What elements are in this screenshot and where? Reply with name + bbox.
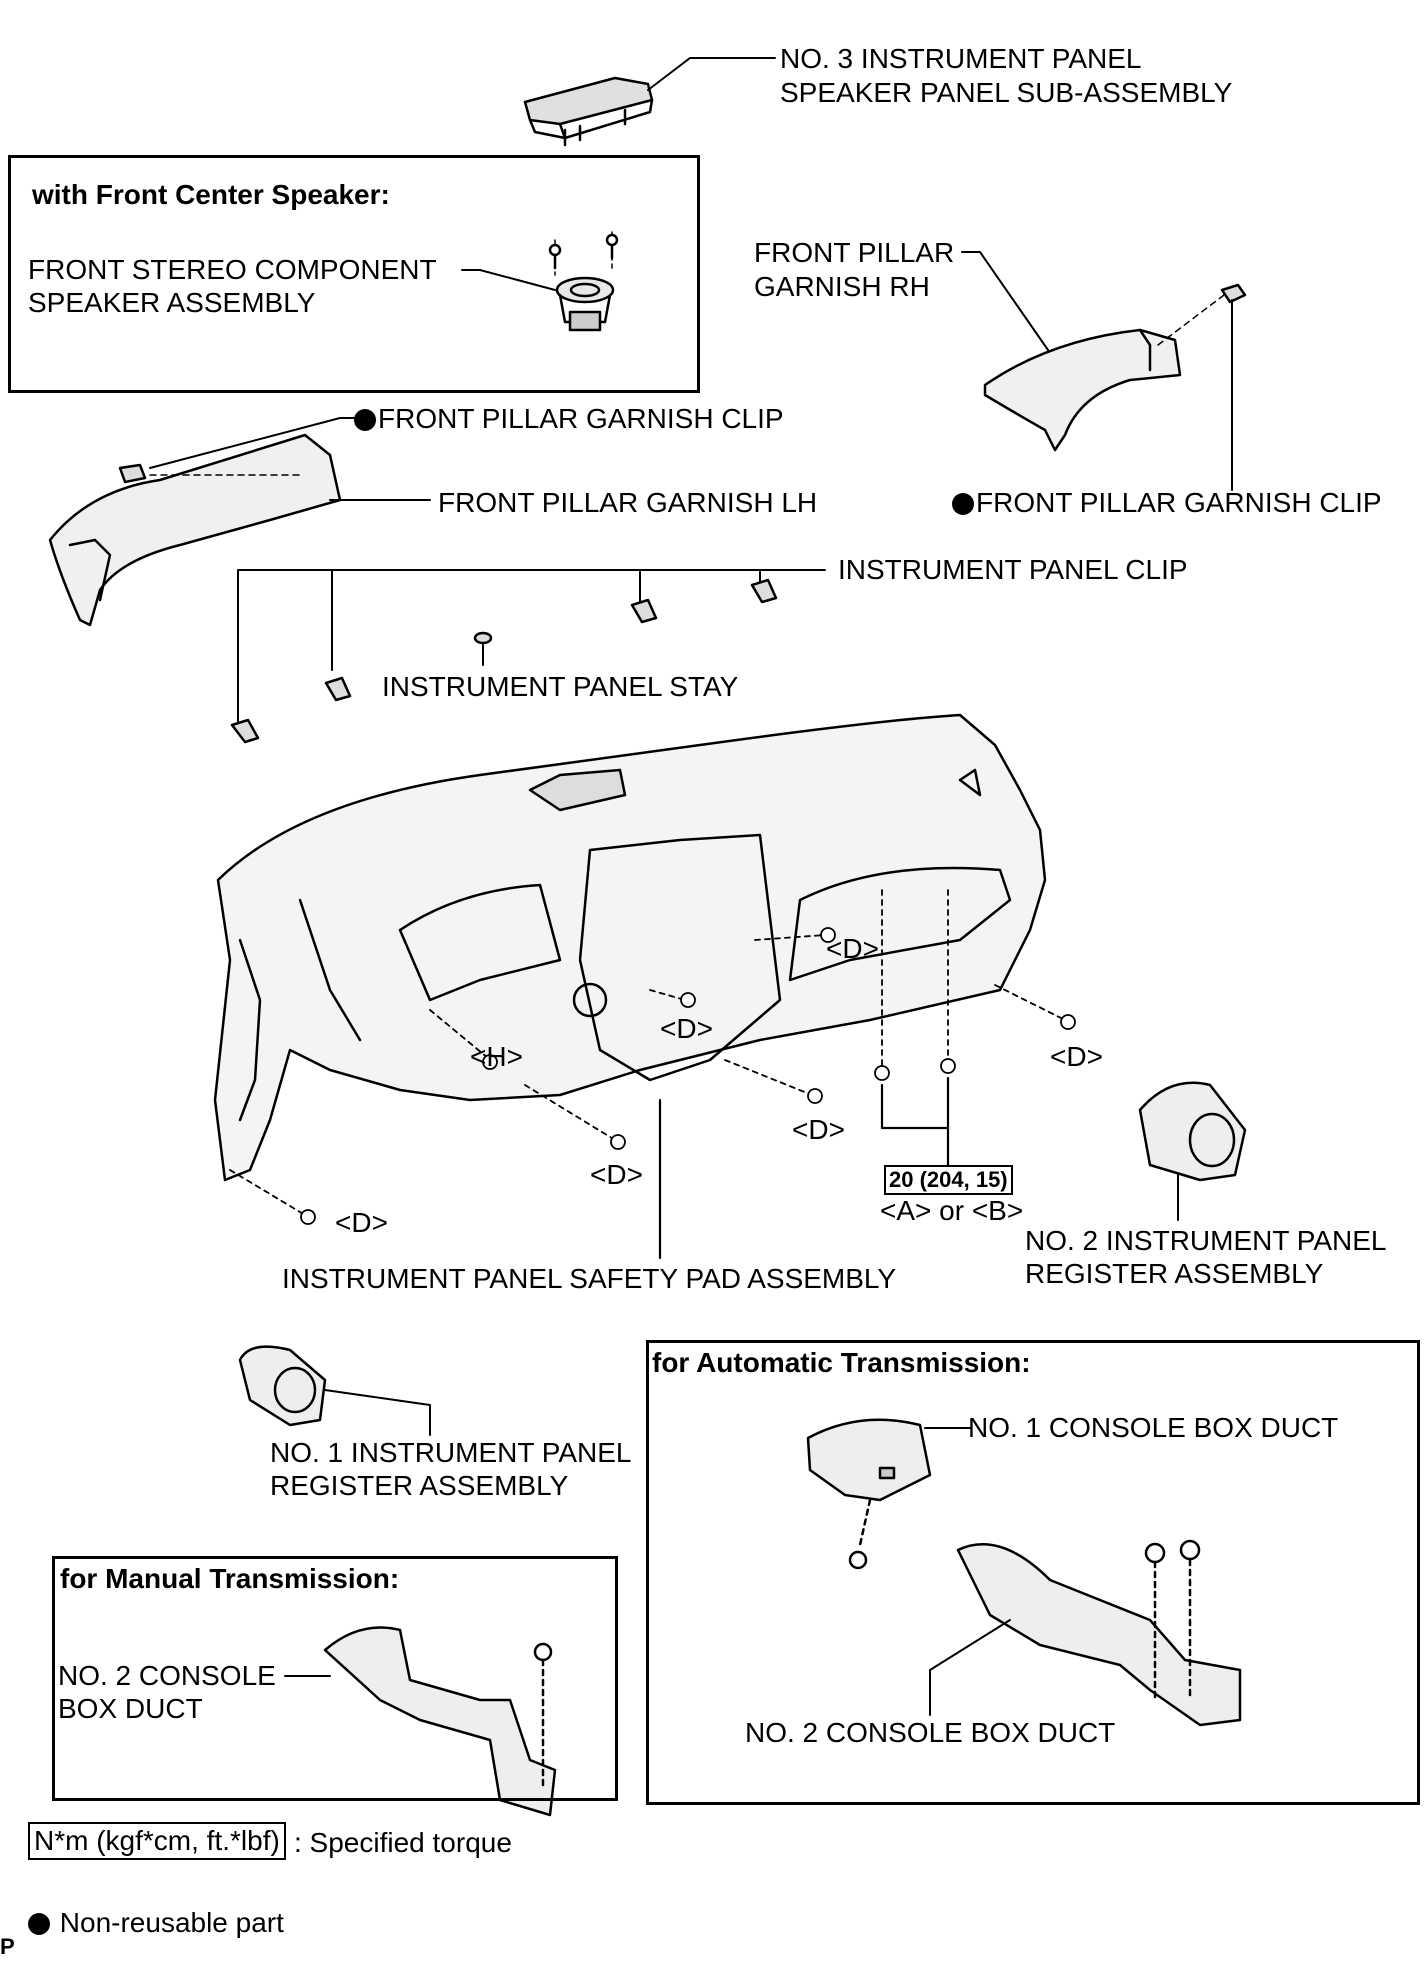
console-duct1-label: NO. 1 CONSOLE BOX DUCT: [968, 1412, 1339, 1443]
pillar-lh-label: FRONT PILLAR GARNISH LH: [438, 487, 818, 518]
console-duct2-manual-label-line2: BOX DUCT: [58, 1693, 203, 1724]
panel-clip-label: INSTRUMENT PANEL CLIP: [838, 554, 1188, 585]
panel-stay-label: INSTRUMENT PANEL STAY: [382, 671, 739, 702]
front-center-speaker-box: [8, 155, 700, 393]
safety-pad-label: INSTRUMENT PANEL SAFETY PAD ASSEMBLY: [282, 1263, 897, 1294]
non-reusable-dot-icon: [952, 493, 974, 515]
bolt-d-label-3: <D>: [1050, 1041, 1103, 1072]
manual-transmission-box: [52, 1556, 618, 1801]
bolt-d-label-5: <D>: [590, 1159, 643, 1190]
console-duct2-manual-label-line1: NO. 2 CONSOLE: [58, 1660, 276, 1691]
speaker-panel-label-line2: SPEAKER PANEL SUB-ASSEMBLY: [780, 77, 1233, 108]
non-reusable-legend-text: Non-reusable part: [59, 1907, 284, 1938]
panel-bolts: [229, 889, 1076, 1260]
speaker-panel-label-line1: NO. 3 INSTRUMENT PANEL: [780, 43, 1142, 74]
pillar-clip-rh-text: FRONT PILLAR GARNISH CLIP: [976, 487, 1382, 518]
bolt-h-label: <H>: [470, 1041, 523, 1072]
pillar-rh-label-line2: GARNISH RH: [754, 271, 930, 302]
pillar-rh-label-line1: FRONT PILLAR: [754, 237, 955, 268]
bolt-d-label-2: <D>: [660, 1013, 713, 1044]
pillar-clip-lh-label: FRONT PILLAR GARNISH CLIP: [354, 402, 784, 436]
torque-legend-text: : Specified torque: [294, 1827, 512, 1858]
panel-clips: [230, 569, 826, 744]
non-reusable-dot-icon: [28, 1913, 50, 1935]
pillar-clip-lh-text: FRONT PILLAR GARNISH CLIP: [378, 403, 784, 434]
pillar-garnish-rh-part: [961, 251, 1247, 491]
non-reusable-legend: Non-reusable part: [28, 1906, 284, 1940]
torque-value-box: 20 (204, 15): [884, 1165, 1013, 1195]
front-center-speaker-heading: with Front Center Speaker:: [32, 179, 390, 210]
register1-part: [238, 1345, 431, 1436]
bolt-a-or-b-label: <A> or <B>: [880, 1195, 1024, 1226]
console-duct2-auto-label: NO. 2 CONSOLE BOX DUCT: [745, 1717, 1116, 1748]
stereo-speaker-label-line1: FRONT STEREO COMPONENT: [28, 254, 437, 285]
auto-duct-parts: [806, 1418, 1242, 1727]
pillar-garnish-lh-part: [48, 417, 431, 627]
register1-label-line2: REGISTER ASSEMBLY: [270, 1470, 569, 1501]
register1-label-line1: NO. 1 INSTRUMENT PANEL: [270, 1437, 632, 1468]
bolt-d-label-6: <D>: [335, 1207, 388, 1238]
register2-label-line1: NO. 2 INSTRUMENT PANEL: [1025, 1225, 1387, 1256]
torque-legend-box: N*m (kgf*cm, ft.*lbf): [28, 1822, 286, 1860]
corner-mark: P: [0, 1934, 15, 1959]
manual-duct-part: [284, 1626, 557, 1817]
bolt-d-label-4: <D>: [792, 1114, 845, 1145]
non-reusable-dot-icon: [354, 409, 376, 431]
safety-pad-part: [213, 713, 1047, 1182]
register2-part: [1138, 1081, 1247, 1221]
bolt-d-label-1: <D>: [826, 933, 879, 964]
stereo-speaker-part: [461, 231, 619, 332]
pillar-clip-rh-label: FRONT PILLAR GARNISH CLIP: [952, 486, 1382, 520]
automatic-transmission-box: [646, 1340, 1420, 1805]
stereo-speaker-label-line2: SPEAKER ASSEMBLY: [28, 287, 316, 318]
speaker-panel-part: [523, 57, 776, 147]
manual-transmission-heading: for Manual Transmission:: [60, 1563, 400, 1594]
automatic-transmission-heading: for Automatic Transmission:: [652, 1347, 1031, 1378]
register2-label-line2: REGISTER ASSEMBLY: [1025, 1258, 1324, 1289]
